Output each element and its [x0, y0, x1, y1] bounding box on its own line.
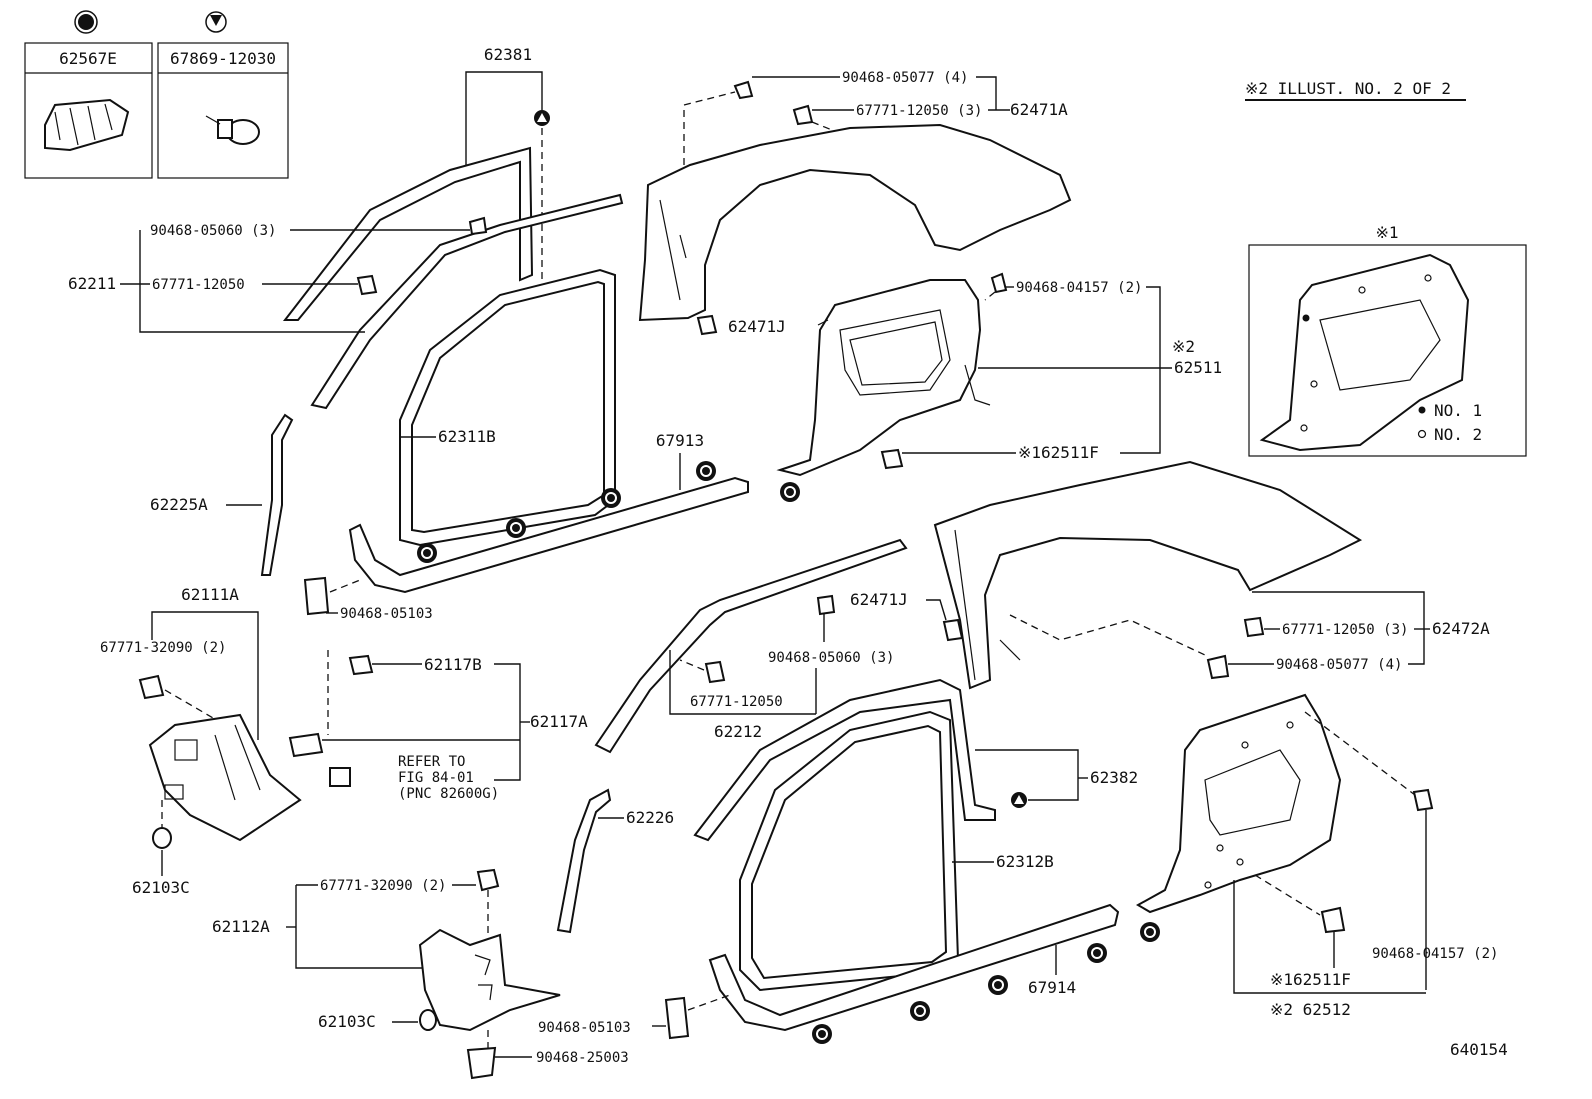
inset-title: ※1	[1375, 223, 1398, 242]
part-62112A-kick-trim	[418, 928, 561, 1032]
legend-box-right: 67869-12030	[157, 11, 289, 179]
label-62382: 62382	[1090, 768, 1138, 787]
part-62311B-weatherstrip	[399, 268, 616, 547]
inset-no1-label: NO. 1	[1434, 401, 1482, 420]
label-67771-32090-2-a: 67771-32090 (2)	[100, 640, 226, 656]
triangle-marker-icon	[534, 110, 550, 126]
label-62103C-a: 62103C	[132, 878, 190, 897]
fig-label: FIG 84-01	[398, 770, 474, 786]
label-star2: ※2	[1172, 337, 1195, 356]
label-62472A: 62472A	[1432, 619, 1490, 638]
label-62117B: 62117B	[424, 655, 482, 674]
illustration-note: ※2 ILLUST. NO. 2 OF 2	[1245, 79, 1451, 98]
label-90468-05060-3-a: 90468-05060 (3)	[150, 223, 276, 239]
part-67913-scuff-plate	[348, 476, 749, 594]
no2-dot-icon	[1417, 429, 1427, 439]
label-67771-12050-a: 67771-12050	[152, 277, 245, 293]
triangle-icon	[210, 15, 222, 26]
label-90468-04157-2-b: 90468-04157 (2)	[1372, 946, 1498, 962]
label-90468-05077-4-b: 90468-05077 (4)	[1276, 657, 1402, 673]
label-67771-32090-2-b: 67771-32090 (2)	[320, 878, 446, 894]
triangle-marker-icon-b	[1011, 792, 1027, 808]
label-62111A: 62111A	[181, 585, 239, 604]
part-62382-frame	[693, 678, 996, 842]
label-62117A: 62117A	[530, 712, 588, 731]
label-62511F-a: ※162511F	[1018, 443, 1099, 462]
label-90468-25003: 90468-25003	[536, 1050, 629, 1066]
label-62512: ※2 62512	[1270, 1000, 1351, 1019]
label-62225A: 62225A	[150, 495, 208, 514]
part-62211-pillar	[310, 193, 624, 410]
part-62212-pillar	[594, 538, 908, 754]
label-62312B: 62312B	[996, 852, 1054, 871]
label-62471J-b: 62471J	[850, 590, 908, 609]
label-67771-12050-3-a: 67771-12050 (3)	[856, 103, 982, 119]
no1-dot-icon	[1418, 406, 1426, 414]
label-62471A: 62471A	[1010, 100, 1068, 119]
clip-part-icon	[44, 98, 130, 152]
part-62472A-quarter-trim	[933, 460, 1363, 690]
label-62381: 62381	[484, 45, 532, 64]
legend-box-left: 62567E	[24, 10, 153, 179]
label-67771-12050-3-b: 67771-12050 (3)	[1282, 622, 1408, 638]
label-90468-04157-2-a: 90468-04157 (2)	[1016, 280, 1142, 296]
legend-left-label: 62567E	[59, 49, 117, 68]
clip-62471J-a	[696, 314, 718, 336]
label-62112A: 62112A	[212, 917, 270, 936]
label-62103C-b: 62103C	[318, 1012, 376, 1031]
label-62226: 62226	[626, 808, 674, 827]
label-62211: 62211	[68, 274, 116, 293]
push-fastener-icon	[205, 115, 260, 145]
diagram-number: 640154	[1450, 1040, 1508, 1059]
label-62471J-a: 62471J	[728, 317, 786, 336]
part-62312B-weatherstrip	[739, 710, 960, 992]
pnc-label: (PNC 82600G)	[398, 786, 499, 802]
label-62511: 62511	[1174, 358, 1222, 377]
part-62103C-nut-b	[419, 1009, 437, 1031]
label-90468-05103-b: 90468-05103	[538, 1020, 631, 1036]
part-62512-quarter-panel	[1135, 693, 1342, 914]
label-67914: 67914	[1028, 978, 1076, 997]
label-62212: 62212	[714, 722, 762, 741]
part-62511-quarter-panel	[776, 279, 991, 477]
label-67913: 67913	[656, 431, 704, 450]
label-90468-05103-a: 90468-05103	[340, 606, 433, 622]
part-67914-scuff-plate	[708, 903, 1120, 1032]
clip-markers-lower	[812, 922, 1160, 1044]
clip-67771-32090-b	[476, 868, 500, 892]
part-62225A-garnish	[260, 413, 294, 576]
part-62226-garnish	[556, 788, 612, 934]
inset-no2-label: NO. 2	[1434, 425, 1482, 444]
label-90468-05060-3-b: 90468-05060 (3)	[768, 650, 894, 666]
label-90468-05077-4-a: 90468-05077 (4)	[842, 70, 968, 86]
legend-right-label: 67869-12030	[170, 49, 276, 68]
label-67771-12050-b: 67771-12050	[690, 694, 783, 710]
clip-markers-upper	[417, 461, 800, 563]
refer-to-label: REFER TO	[398, 754, 465, 770]
label-62511F-b: ※162511F	[1270, 970, 1351, 989]
part-62471A-quarter-trim	[638, 123, 1072, 322]
label-62311B: 62311B	[438, 427, 496, 446]
part-62103C-nut-a	[152, 827, 172, 849]
inset-panel: ※1 NO. 1 NO. 2	[1248, 223, 1527, 457]
part-62111A-cowl-trim	[148, 713, 302, 842]
filled-circle-icon	[78, 14, 94, 30]
part-62381-frame	[282, 146, 534, 321]
